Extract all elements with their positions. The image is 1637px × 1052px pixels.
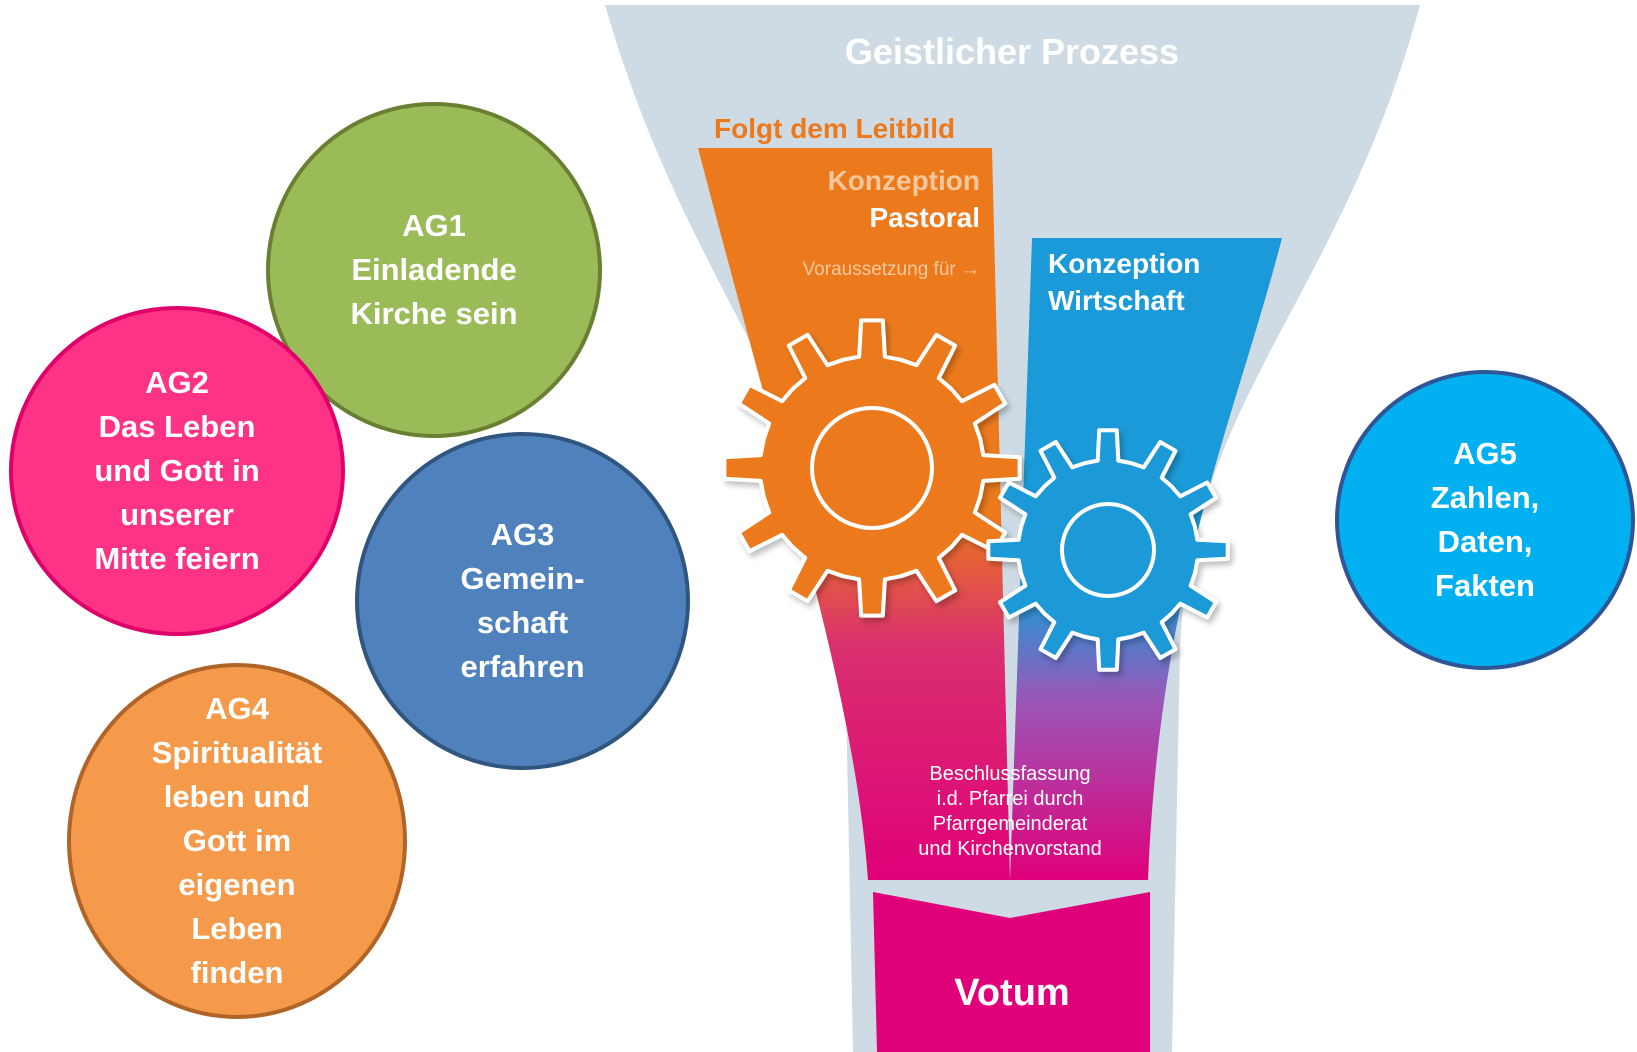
leitbild-label: Folgt dem Leitbild <box>714 113 955 144</box>
wirtschaft-label-line1: Konzeption <box>1048 248 1200 279</box>
ag4-text: Leben <box>191 911 283 946</box>
ag2-text: unserer <box>120 497 234 532</box>
ag5-title: AG5 <box>1453 436 1517 471</box>
votum-label: Votum <box>954 972 1069 1014</box>
votum-block <box>873 892 1150 1052</box>
ag5-text: Zahlen, <box>1430 480 1540 515</box>
beschluss-line: Pfarrgemeinderat <box>933 813 1088 835</box>
ag5-text: Fakten <box>1435 568 1535 603</box>
ag2-circle: AG2 Das Leben und Gott in unserer Mitte … <box>9 306 345 636</box>
pastoral-label-line2: Pastoral <box>870 202 981 233</box>
ag4-circle: AG4 Spiritualität leben und Gott im eige… <box>67 663 407 1019</box>
ag2-text: Mitte feiern <box>94 541 260 576</box>
ag3-circle: AG3 Gemein- schaft erfahren <box>355 432 690 770</box>
gear-body <box>722 318 1022 618</box>
ag4-text: Gott im <box>182 823 292 858</box>
ag3-text: schaft <box>476 605 569 640</box>
pastoral-note: Voraussetzung für → <box>803 259 980 280</box>
ag1-text: Einladende <box>351 252 517 287</box>
ag2-text: und Gott in <box>94 453 260 488</box>
gear-body <box>986 428 1230 672</box>
ag4-text: finden <box>190 955 284 990</box>
ag3-title: AG3 <box>490 517 555 552</box>
gear-icon <box>722 318 1022 618</box>
ag2-text: Das Leben <box>98 409 256 444</box>
ag5-text: Daten, <box>1437 524 1533 559</box>
beschluss-line: und Kirchenvorstand <box>918 838 1101 860</box>
gear-hole <box>1060 502 1156 598</box>
ag1-circle: AG1 Einladende Kirche sein <box>266 102 602 438</box>
ag4-text: Spiritualität <box>151 735 323 770</box>
ag4-text: eigenen <box>178 867 296 902</box>
ag2-title: AG2 <box>145 365 209 400</box>
ag4-title: AG4 <box>205 691 269 726</box>
ag5-circle: AG5 Zahlen, Daten, Fakten <box>1335 370 1635 670</box>
gear-hole <box>810 406 934 530</box>
wirtschaft-label-line2: Wirtschaft <box>1048 285 1185 316</box>
funnel-title: Geistlicher Prozess <box>845 31 1179 72</box>
pastoral-label-line1: Konzeption <box>828 165 980 196</box>
gear-icon <box>986 428 1230 672</box>
ag3-text: Gemein- <box>460 561 585 596</box>
ag4-text: leben und <box>163 779 311 814</box>
ag3-text: erfahren <box>460 649 585 684</box>
beschluss-line: Beschlussfassung <box>929 763 1090 785</box>
ag1-title: AG1 <box>402 208 466 243</box>
ag1-text: Kirche sein <box>350 296 518 331</box>
beschluss-line: i.d. Pfarrei durch <box>937 788 1084 810</box>
